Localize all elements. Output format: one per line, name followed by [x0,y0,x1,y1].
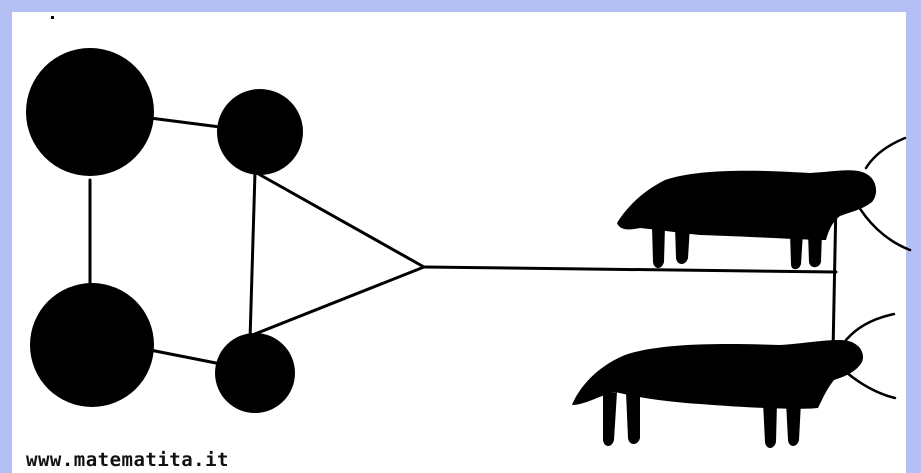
frame-right [906,0,921,473]
stray-mark [51,16,54,19]
ox-bottom-leg-3 [763,402,777,448]
ox-top-leg-2 [675,226,690,264]
ox-bottom-leg-2 [626,392,640,444]
frame-left [0,0,12,473]
wheel-small-bottom [215,333,295,413]
wheel-small-top [217,89,303,175]
wheel-large-top [26,48,154,176]
watermark-url: www.matematita.it [26,449,229,471]
frame-top [0,0,921,12]
ox-top-leg-4 [808,232,822,267]
ox-bottom-leg-4 [786,402,801,446]
wheel-large-bottom [30,283,154,407]
ox-top-leg-1 [652,226,665,268]
